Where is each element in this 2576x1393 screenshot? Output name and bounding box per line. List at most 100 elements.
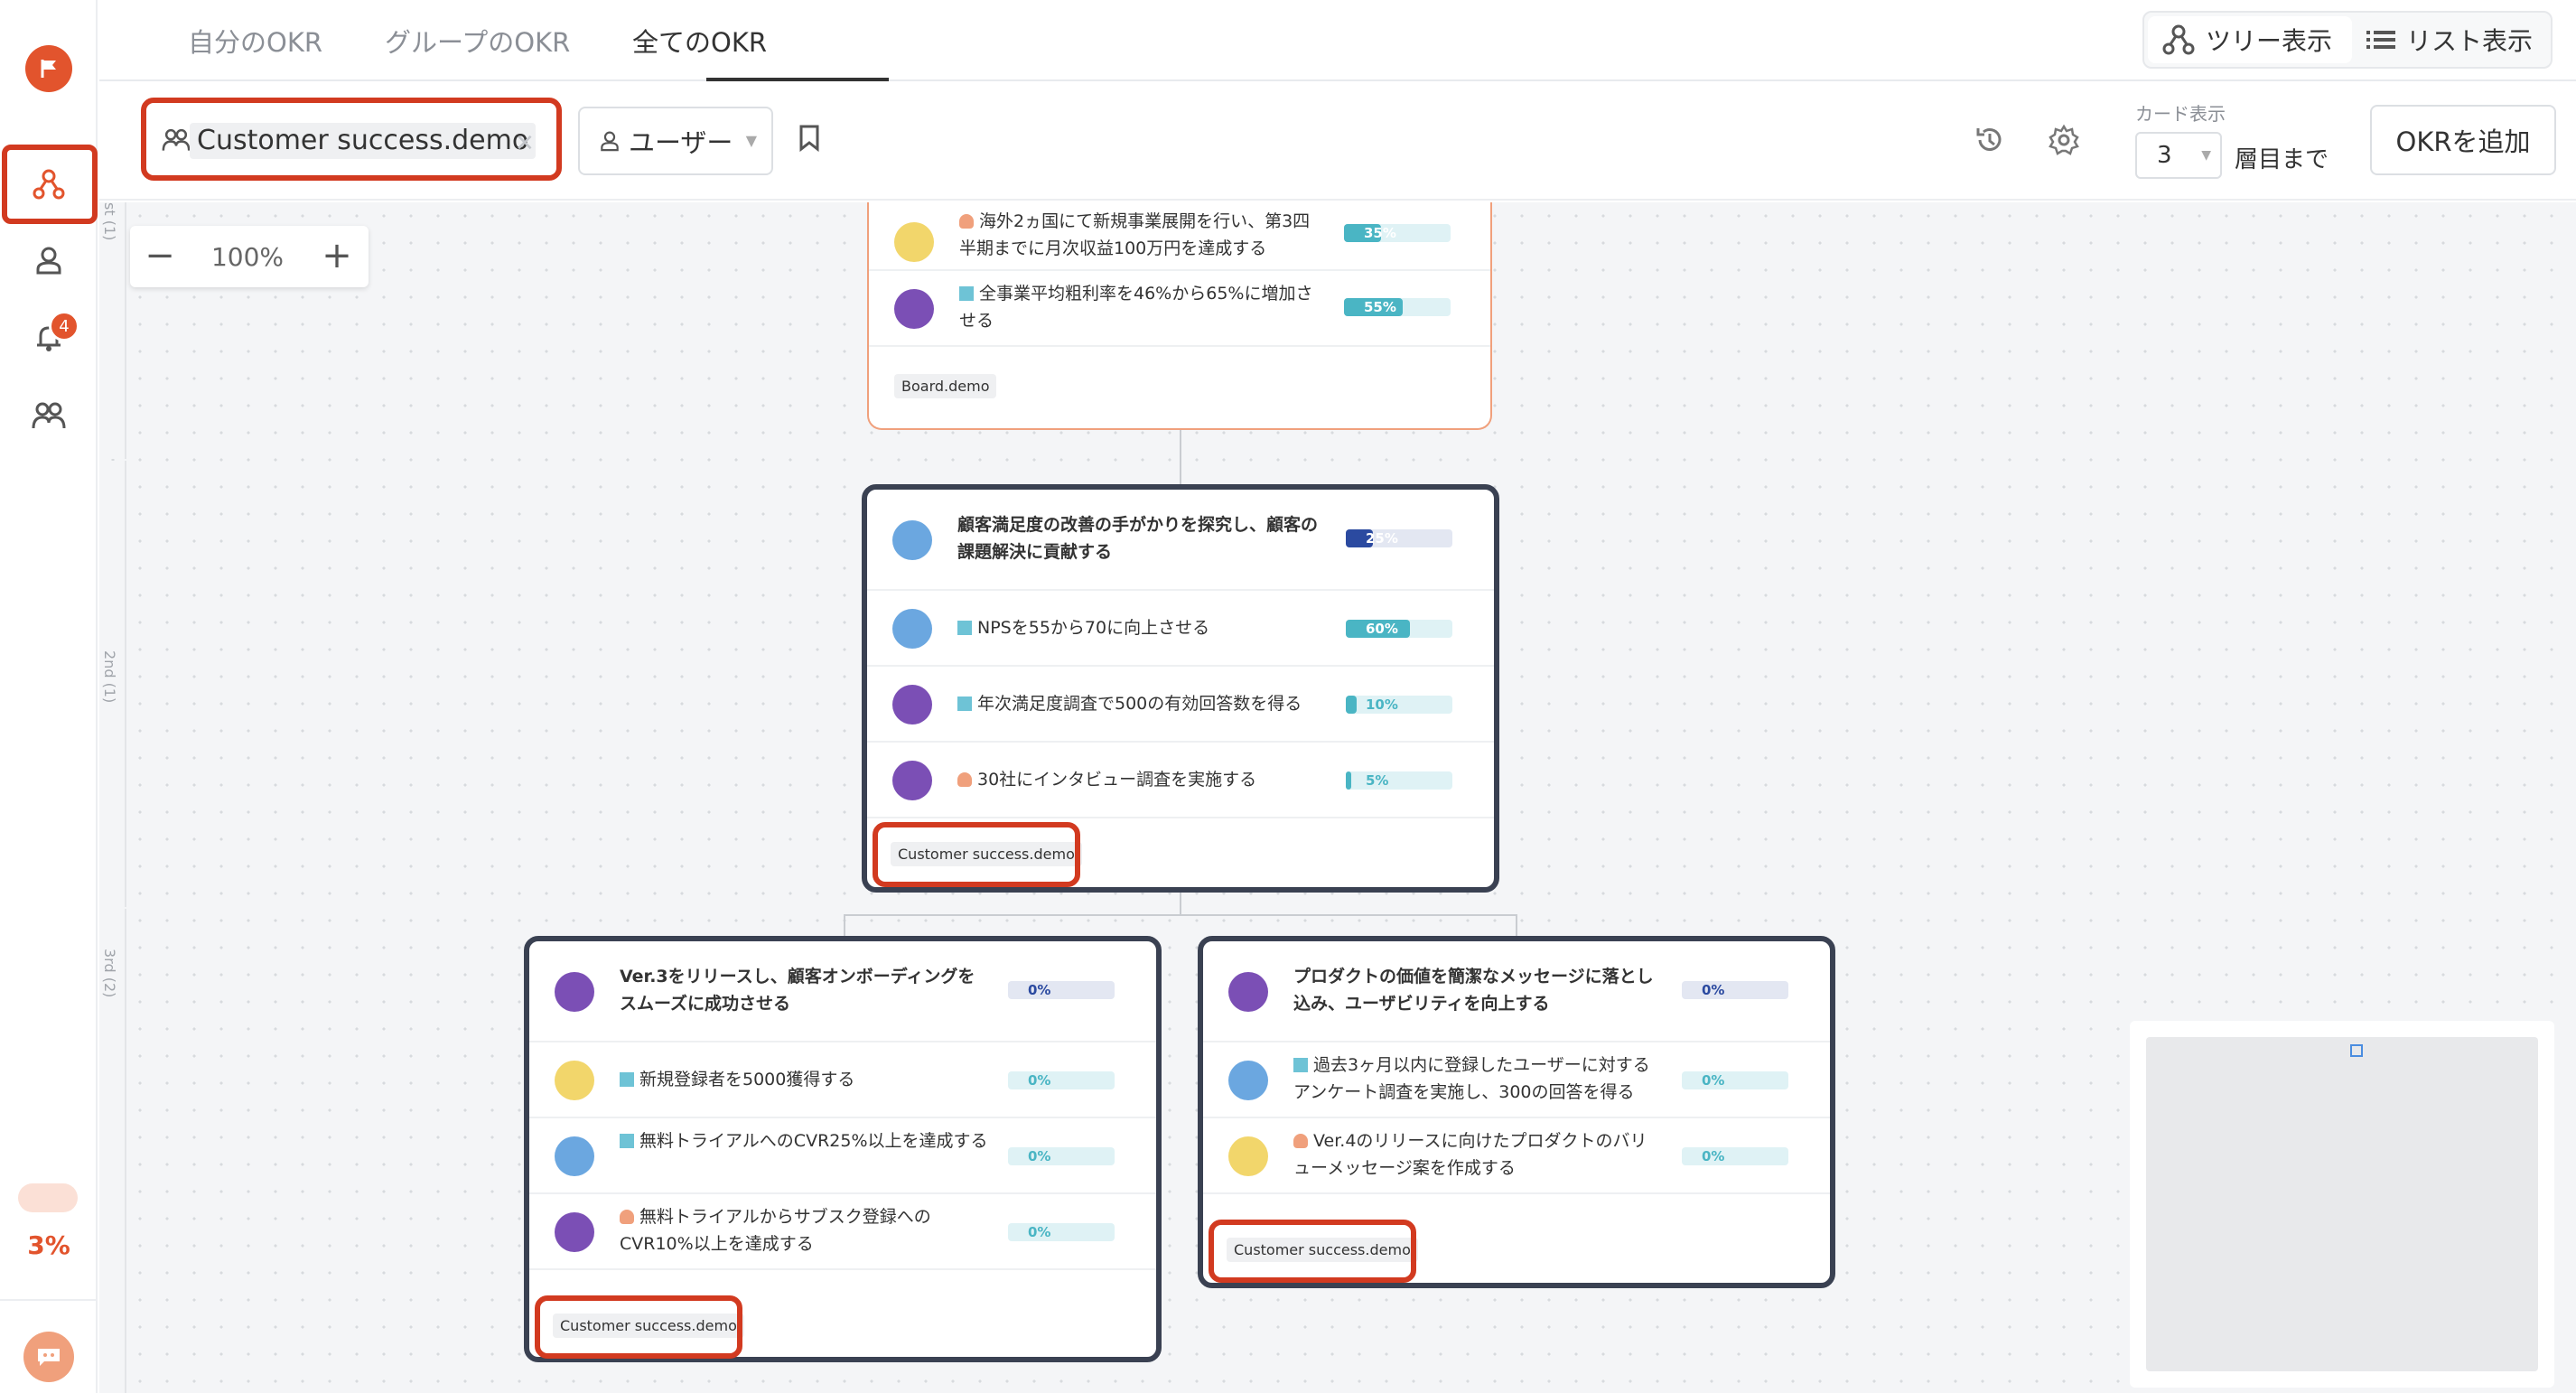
bell-icon[interactable] <box>0 302 98 374</box>
key-result-text: 新規登録者を5000獲得する <box>620 1066 990 1093</box>
flame-icon <box>959 214 974 229</box>
gear-icon[interactable] <box>2047 123 2081 161</box>
key-result-row[interactable]: 無料トライアルへのCVR25%以上を達成する 0% <box>529 1118 1156 1194</box>
group-filter-chip: Customer success.demo <box>190 123 537 159</box>
key-result-label: 海外2ヵ国にて新規事業展開を行い、第3四半期までに月次収益100万円を達成する <box>959 211 1311 258</box>
active-nav-highlight <box>2 145 98 224</box>
clear-filter-icon[interactable]: ✕ <box>515 130 535 157</box>
key-result-row[interactable]: 新規登録者を5000獲得する 0% <box>529 1042 1156 1118</box>
group-filter[interactable]: Customer success.demo <box>141 98 562 181</box>
zoom-in-button[interactable]: + <box>322 235 352 276</box>
objective-row[interactable]: プロダクトの価値を簡潔なメッセージに落とし込み、ユーザビリティを向上する 0% <box>1203 941 1830 1042</box>
progress-value: 60% <box>1366 621 1398 637</box>
group-tag[interactable]: Customer success.demo <box>891 842 1082 866</box>
avatar <box>555 1136 594 1176</box>
okr-card-ver3[interactable]: Ver.3をリリースし、顧客オンボーディングをスムーズに成功させる 0% 新規登… <box>524 936 1162 1362</box>
okr-tree-canvas[interactable]: st (1) 2nd (1) 3rd (2) − 100% + 海外2ヵ国にて新… <box>99 202 2576 1393</box>
tab-group-okr[interactable]: グループのOKR <box>385 27 571 58</box>
left-rail: 4 3% <box>0 0 98 1393</box>
okr-card-customer-success[interactable]: 顧客満足度の改善の手がかりを探究し、顧客の課題解決に貢献する 25% NPSを5… <box>862 484 1499 893</box>
zoom-out-button[interactable]: − <box>145 235 175 276</box>
group-filter-icon <box>162 128 191 151</box>
progress-fill <box>1344 298 1403 316</box>
key-result-text: 年次満足度調査で500の有効回答数を得る <box>957 690 1328 717</box>
okr-card-board[interactable]: 海外2ヵ国にて新規事業展開を行い、第3四半期までに月次収益100万円を達成する … <box>867 202 1492 430</box>
tag-highlight <box>873 822 1080 887</box>
flag-logo-icon[interactable] <box>25 45 72 92</box>
key-result-label: NPSを55から70に向上させる <box>977 618 1210 638</box>
level-bar-1: st (1) <box>99 202 126 459</box>
avatar <box>1228 972 1268 1012</box>
okr-tabs-header: 自分のOKR グループのOKR 全てのOKR ツリー表示 リスト表示 <box>99 0 2576 81</box>
progress-value: 10% <box>1366 696 1398 713</box>
key-result-text: NPSを55から70に向上させる <box>957 614 1328 641</box>
bookmark-icon[interactable] <box>798 125 820 155</box>
key-result-label: 年次満足度調査で500の有効回答数を得る <box>977 694 1302 714</box>
key-result-row[interactable]: Ver.4のリリースに向けたプロダクトのバリューメッセージ案を作成する 0% <box>1203 1118 1830 1194</box>
group-icon[interactable] <box>0 379 98 452</box>
level-label: 3rd (2) <box>101 949 118 998</box>
progress-value: 0% <box>1028 982 1051 998</box>
key-result-text: 無料トライアルへのCVR25%以上を達成する <box>620 1127 990 1155</box>
progress-value: 0% <box>1702 982 1725 998</box>
chart-icon <box>957 696 972 711</box>
progress-fill <box>1346 696 1357 714</box>
key-result-row[interactable]: 海外2ヵ国にて新規事業展開を行い、第3四半期までに月次収益100万円を達成する … <box>869 202 1490 271</box>
key-result-text: 全事業平均粗利率を46%から65%に増加させる <box>959 280 1321 334</box>
tab-my-okr[interactable]: 自分のOKR <box>188 27 322 58</box>
avatar <box>555 972 594 1012</box>
rail-divider <box>0 1299 98 1301</box>
progress-value: 0% <box>1028 1224 1051 1240</box>
avatar <box>894 222 934 262</box>
group-tag[interactable]: Customer success.demo <box>1227 1238 1418 1262</box>
key-result-label: 過去3ヶ月以内に登録したユーザーに対するアンケート調査を実施し、300の回答を得… <box>1293 1055 1650 1102</box>
tab-all-okr[interactable]: 全てのOKR <box>632 27 767 58</box>
progress-bar: 0% <box>1682 1071 1788 1089</box>
active-tab-underline <box>706 78 889 81</box>
key-result-text: 30社にインタビュー調査を実施する <box>957 766 1328 793</box>
progress-value: 25% <box>1366 530 1398 547</box>
progress-fill <box>1346 529 1373 547</box>
user-filter-select[interactable]: ユーザー ▼ <box>578 107 773 175</box>
okr-card-product[interactable]: プロダクトの価値を簡潔なメッセージに落とし込み、ユーザビリティを向上する 0% … <box>1198 936 1835 1288</box>
key-result-text: 過去3ヶ月以内に登録したユーザーに対するアンケート調査を実施し、300の回答を得… <box>1293 1052 1664 1106</box>
minimap-viewport[interactable] <box>2350 1044 2363 1057</box>
objective-row[interactable]: 顧客満足度の改善の手がかりを探究し、顧客の課題解決に貢献する 25% <box>867 490 1494 591</box>
key-result-label: 無料トライアルからサブスク登録へのCVR10%以上を達成する <box>620 1207 931 1254</box>
flame-icon <box>1293 1134 1308 1148</box>
view-toggle: ツリー表示 リスト表示 <box>2142 11 2553 69</box>
tree-view-button[interactable]: ツリー表示 <box>2148 16 2352 63</box>
progress-pill <box>18 1183 78 1212</box>
progress-bar: 0% <box>1682 1147 1788 1165</box>
level-label: st (1) <box>101 202 118 241</box>
level-label: 2nd (1) <box>101 650 118 704</box>
tree-icon[interactable] <box>0 148 98 220</box>
list-view-button[interactable]: リスト表示 <box>2354 16 2547 63</box>
connector-line <box>1180 428 1181 491</box>
objective-row[interactable]: Ver.3をリリースし、顧客オンボーディングをスムーズに成功させる 0% <box>529 941 1156 1042</box>
flame-icon <box>957 772 972 787</box>
key-result-row[interactable]: 年次満足度調査で500の有効回答数を得る 10% <box>867 667 1494 743</box>
user-select-icon <box>601 131 619 152</box>
key-result-row[interactable]: 全事業平均粗利率を46%から65%に増加させる 55% <box>869 271 1490 347</box>
avatar <box>892 685 932 725</box>
key-result-row[interactable]: 過去3ヶ月以内に登録したユーザーに対するアンケート調査を実施し、300の回答を得… <box>1203 1042 1830 1118</box>
key-result-row[interactable]: 30社にインタビュー調査を実施する 5% <box>867 743 1494 818</box>
avatar <box>894 289 934 329</box>
key-result-text: 無料トライアルからサブスク登録へのCVR10%以上を達成する <box>620 1203 990 1257</box>
history-icon[interactable] <box>1973 123 2007 161</box>
key-result-row[interactable]: 無料トライアルからサブスク登録へのCVR10%以上を達成する 0% <box>529 1194 1156 1270</box>
progress-bar: 55% <box>1344 298 1451 316</box>
chat-icon[interactable] <box>23 1332 74 1382</box>
group-tag[interactable]: Board.demo <box>894 374 997 398</box>
minimap[interactable] <box>2130 1021 2554 1388</box>
group-tag[interactable]: Customer success.demo <box>553 1314 744 1338</box>
add-okr-button[interactable]: OKRを追加 <box>2370 105 2556 175</box>
progress-fill <box>1344 224 1382 242</box>
depth-select[interactable]: 3 ▼ <box>2135 132 2222 179</box>
overall-progress: 3% <box>27 1230 70 1260</box>
user-icon[interactable] <box>0 224 98 296</box>
objective-text: Ver.3をリリースし、顧客オンボーディングをスムーズに成功させる <box>620 967 975 1014</box>
key-result-label: 30社にインタビュー調査を実施する <box>977 770 1257 790</box>
key-result-row[interactable]: NPSを55から70に向上させる 60% <box>867 591 1494 667</box>
